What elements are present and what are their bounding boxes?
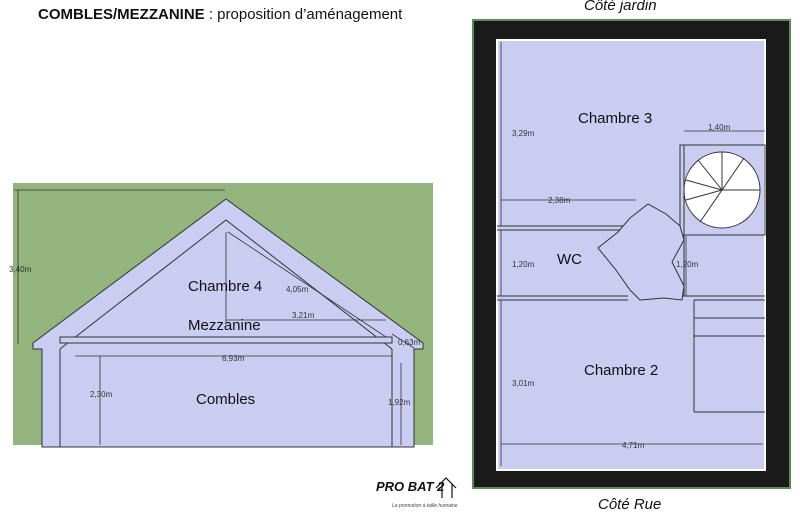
dim-wc-right: 1,20m [676,260,699,269]
wc-label: WC [557,251,582,268]
dim-eave-line [391,333,415,349]
company-logo: PRO BAT 2 La promotion à taille humaine [376,476,466,512]
combles-label: Combles [196,391,255,408]
logo-tagline: La promotion à taille humaine [392,503,458,509]
caption-street: Côté Rue [598,496,662,513]
dim-width-floor: 6,93m [222,354,245,363]
hallway-shape [597,203,685,301]
logo-text: PRO BAT 2 [376,479,445,494]
roof-inner-line [59,219,393,350]
page-title-rest: : proposition d’aménagement [204,6,403,23]
dim-c3-wall: 2,38m [548,196,571,205]
logo-house-icon [435,477,457,498]
dim-wall-right: 1,92m [388,398,411,407]
dim-wall-left: 2,30m [90,390,113,399]
stair-box [679,144,766,236]
dim-eave: 0,63m [398,338,421,347]
mezzanine-label: Mezzanine [188,317,261,334]
caption-garden: Côté jardin [584,0,657,14]
dim-stair: 1,40m [708,123,731,132]
dim-height-total: 3,40m [9,265,32,274]
dim-c3-height: 3,29m [512,129,535,138]
page-title: COMBLES/MEZZANINE : proposition d’aménag… [38,6,402,23]
spiral-stair [683,151,761,229]
dim-slope: 4,05m [286,285,309,294]
dim-mezz: 3,21m [292,311,315,320]
page-title-bold: COMBLES/MEZZANINE [38,6,205,23]
dim-c2-height: 3,01m [512,379,535,388]
dim-slope-line [227,231,387,338]
chambre4-label: Chambre 4 [188,278,262,295]
mezzanine-floor [59,336,393,344]
chambre2-label: Chambre 2 [584,362,658,379]
dim-wc-left: 1,20m [512,260,535,269]
dim-total-width: 4,71m [622,441,645,450]
house-outline [32,198,424,448]
chambre3-label: Chambre 3 [578,110,652,127]
